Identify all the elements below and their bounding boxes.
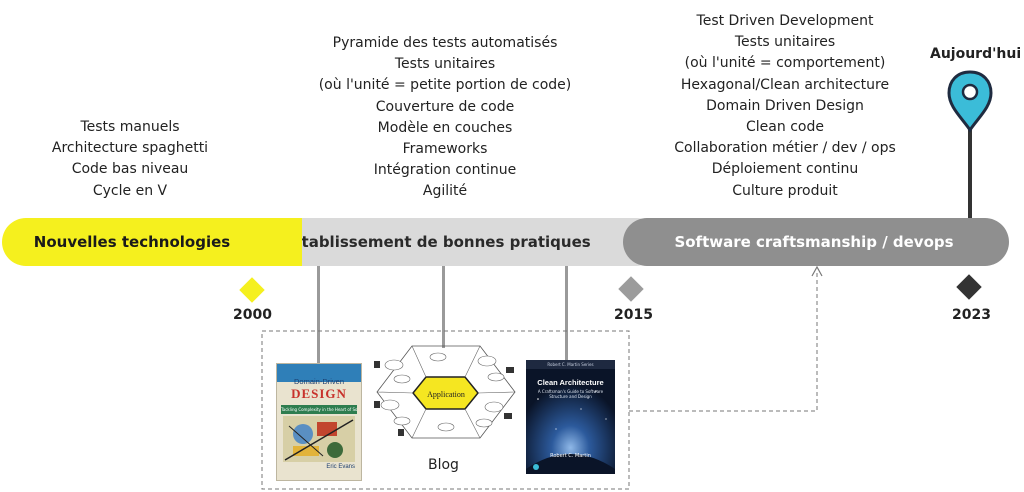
list-item: Collaboration métier / dev / ops bbox=[674, 140, 896, 157]
hexagon-center-label: Application bbox=[427, 390, 465, 399]
list-item: Pyramide des tests automatisés bbox=[332, 35, 558, 51]
practices-2023-list: Test Driven Development Tests unitaires … bbox=[655, 11, 915, 202]
cover-author: Robert C. Martin bbox=[550, 453, 591, 459]
connector-line bbox=[442, 266, 445, 348]
year-2000: 2000 bbox=[233, 307, 272, 323]
list-item: Culture produit bbox=[732, 182, 838, 199]
list-item: (où l'unité = petite portion de code) bbox=[318, 77, 572, 94]
segment-label: Software craftsmanship / devops bbox=[674, 233, 954, 251]
dashed-box bbox=[261, 330, 630, 490]
cover-subtitle: Tackling Complexity in the Heart of Soft… bbox=[281, 405, 357, 414]
cover-art-icon bbox=[283, 416, 355, 462]
list-item: Déploiement continu bbox=[711, 161, 859, 178]
list-item: Couverture de code bbox=[375, 98, 515, 115]
list-item: Architecture spaghetti bbox=[51, 140, 209, 157]
year-2015: 2015 bbox=[614, 307, 653, 323]
pin-stem bbox=[968, 128, 972, 220]
pin-dot bbox=[961, 83, 979, 101]
list-item: Domain Driven Design bbox=[706, 97, 864, 114]
list-item: (où l'unité = comportement) bbox=[684, 55, 886, 72]
cover-title-2: DESIGN bbox=[291, 386, 347, 401]
clean-architecture-book-cover: Robert C. Martin Series Clean Architectu… bbox=[526, 360, 615, 474]
timeline-segment-practices: Etablissement de bonnes pratiques bbox=[250, 218, 660, 266]
connector-line bbox=[317, 266, 320, 364]
list-item: Clean code bbox=[746, 119, 824, 136]
timeline-segment-craftsmanship: Software craftsmanship / devops bbox=[623, 218, 1009, 266]
list-item: Agilité bbox=[422, 183, 468, 200]
cover-series: Robert C. Martin Series bbox=[526, 360, 615, 369]
list-item: Hexagonal/Clean architecture bbox=[680, 76, 890, 93]
segment-label: Nouvelles technologies bbox=[33, 233, 231, 251]
segment-label: Etablissement de bonnes pratiques bbox=[291, 233, 591, 251]
dashed-arrow bbox=[629, 272, 818, 412]
list-item: Intégration continue bbox=[373, 162, 517, 179]
practices-2000-list: Tests manuels Architecture spaghetti Cod… bbox=[20, 117, 240, 202]
year-2023: 2023 bbox=[952, 307, 991, 323]
location-pin-icon bbox=[947, 70, 993, 220]
list-item: Cycle en V bbox=[92, 182, 168, 199]
practices-2015-list: Pyramide des tests automatisés Tests uni… bbox=[300, 33, 590, 203]
list-item: Tests unitaires bbox=[394, 56, 496, 73]
pin-head bbox=[947, 70, 993, 133]
galaxy-art-icon bbox=[526, 369, 615, 474]
cover-band bbox=[277, 364, 361, 382]
today-label: Aujourd'hui bbox=[930, 46, 1022, 62]
blog-label: Blog bbox=[428, 457, 459, 473]
list-item: Tests manuels bbox=[80, 119, 180, 135]
arrow-head-icon bbox=[811, 265, 823, 277]
list-item: Tests unitaires bbox=[734, 34, 836, 51]
cover-author: Eric Evans bbox=[326, 464, 355, 470]
timeline-segment-technologies: Nouvelles technologies bbox=[2, 218, 302, 266]
ddd-book-inner: Domain-Driven DESIGN Tackling Complexity… bbox=[277, 364, 361, 480]
ddd-book-cover: Domain-Driven DESIGN Tackling Complexity… bbox=[276, 363, 362, 481]
cover-subtitle: A Craftsman's Guide to Software Structur… bbox=[537, 389, 604, 399]
cover-title: Clean Architecture bbox=[537, 378, 604, 387]
hexagonal-architecture-diagram: Application bbox=[374, 345, 516, 439]
connector-line bbox=[565, 266, 568, 362]
list-item: Test Driven Development bbox=[696, 13, 874, 29]
list-item: Frameworks bbox=[402, 141, 488, 158]
cover-title-1: Domain-Driven bbox=[293, 377, 344, 386]
list-item: Code bas niveau bbox=[71, 161, 189, 178]
list-item: Modèle en couches bbox=[377, 119, 513, 136]
